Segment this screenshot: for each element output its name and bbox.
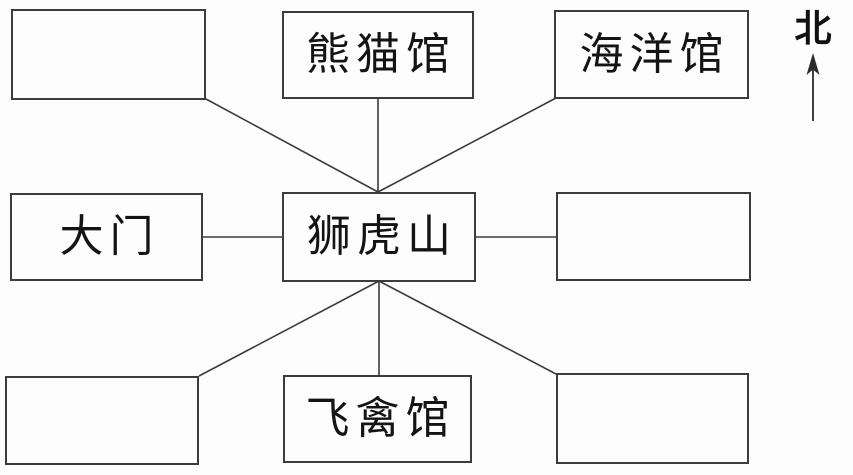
- node-label: 大门: [59, 211, 160, 262]
- node-label: 飞禽馆: [305, 393, 456, 444]
- node-bird-house: 飞禽馆: [283, 375, 472, 463]
- node-panda-house: 熊猫馆: [282, 11, 474, 99]
- node-ocean-house: 海洋馆: [554, 10, 749, 99]
- node-southwest-blank: [5, 376, 199, 465]
- node-label: 熊猫馆: [306, 29, 456, 80]
- north-arrow-icon: [806, 52, 820, 121]
- edge-lionhill-to-southeast: [378, 280, 557, 375]
- node-east-blank: [556, 192, 751, 281]
- north-label: 北: [794, 6, 832, 50]
- node-label: 海洋馆: [579, 28, 730, 80]
- node-lion-tiger-hill: 狮虎山: [282, 192, 476, 282]
- edge-northwest-to-lionhill: [205, 98, 379, 193]
- compass: 北: [780, 8, 846, 123]
- node-southeast-blank: [556, 373, 749, 464]
- edge-lionhill-to-southwest: [198, 280, 380, 377]
- node-northwest-blank: [11, 9, 206, 100]
- edge-ocean-to-lionhill: [377, 97, 557, 193]
- node-label: 狮虎山: [307, 211, 457, 262]
- node-main-gate: 大门: [10, 193, 203, 281]
